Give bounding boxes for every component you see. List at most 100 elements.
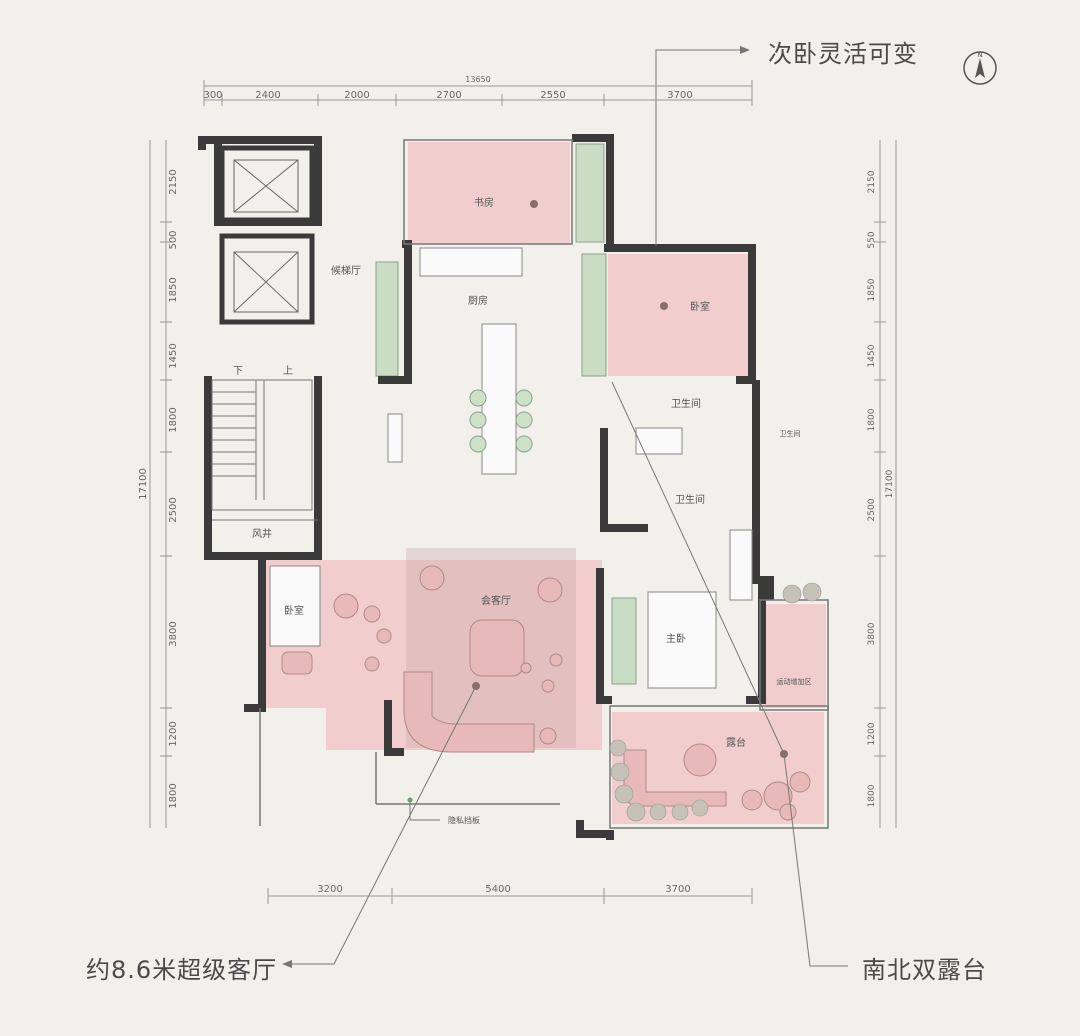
- north-label: N: [977, 51, 982, 59]
- terrace-plants: [609, 582, 822, 822]
- walls: [198, 134, 774, 840]
- callout-terraces: 南北双露台: [862, 956, 987, 984]
- label-stair-up: 上: [283, 365, 293, 377]
- leader-bed-to-terrace: [611, 381, 785, 755]
- green-chairs: [469, 389, 533, 453]
- bedroom-ne-wall: [604, 244, 756, 384]
- label-bathroom-3: 卫生间: [780, 429, 801, 438]
- dim-right-4: 1800: [867, 408, 877, 431]
- stairs: [211, 379, 318, 521]
- dim-left-4: 1800: [168, 407, 179, 432]
- callout-living-hall: 约8.6米超级客厅: [86, 956, 278, 984]
- label-bedroom-sw: 卧室: [284, 604, 304, 617]
- bedroom-wardrobe: [581, 253, 607, 377]
- elevator-1: [219, 145, 315, 223]
- dim-right-5: 2500: [867, 498, 877, 521]
- label-bathroom-1: 卫生间: [671, 397, 701, 410]
- leader-top: [655, 49, 740, 246]
- study-shelf: [575, 143, 605, 243]
- dim-left-0: 2150: [168, 169, 179, 194]
- terrace-post: [576, 820, 614, 840]
- bedroom-marker: [660, 302, 668, 310]
- dim-left-6: 3800: [168, 621, 179, 646]
- label-master: 主卧: [666, 632, 686, 645]
- dim-bottom-0: 3200: [317, 884, 342, 895]
- dim-right-1: 550: [867, 231, 877, 248]
- leader-bottom-left: [290, 685, 477, 965]
- dim-right-2: 1850: [867, 278, 877, 301]
- master-wardrobe: [611, 597, 637, 685]
- dim-left-3: 1450: [168, 343, 179, 368]
- dimension-texts: 13650 300 2400 2000 2700 2550 3700 3200 …: [203, 75, 692, 895]
- label-bathroom-2: 卫生间: [675, 493, 705, 506]
- master-wall: [596, 568, 612, 704]
- terrace-outline: [609, 705, 829, 829]
- dim-right-0: 2150: [867, 170, 877, 193]
- arrow-top: [740, 46, 750, 54]
- dim-left-1: 500: [168, 230, 179, 249]
- dim-right-7: 1200: [867, 722, 877, 745]
- leader-privacy: [409, 800, 440, 821]
- dim-left-2: 1850: [168, 277, 179, 302]
- coffee-table: [469, 619, 525, 677]
- island: [481, 323, 517, 475]
- sw-bed: [269, 565, 321, 647]
- dim-total-width: 13650: [465, 75, 490, 84]
- master-bed: [647, 591, 717, 689]
- master-east: [746, 584, 766, 704]
- dim-top-3: 2700: [436, 90, 461, 101]
- thin-walls: [259, 139, 829, 829]
- privacy-marker: [407, 797, 413, 803]
- elevator-wall: [198, 136, 322, 226]
- label-elevator-hall: 候梯厅: [331, 264, 361, 277]
- study-marker: [530, 200, 538, 208]
- living-furniture: [281, 565, 563, 753]
- north-compass-icon: N: [960, 48, 1000, 88]
- leader-bottom-right: [783, 753, 848, 967]
- label-activity-zone: 运动增加区: [777, 677, 812, 686]
- bedroom-ne-zone: [608, 254, 748, 376]
- living-south: [384, 700, 404, 756]
- label-bedroom-ne: 卧室: [690, 300, 710, 313]
- dim-top-2: 2000: [344, 90, 369, 101]
- callout-secondary-bedroom: 次卧灵活可变: [768, 40, 918, 68]
- side-table: [387, 413, 403, 463]
- dimension-lines: [149, 80, 897, 904]
- dim-right-6: 3800: [867, 622, 877, 645]
- room-labels: 书房 厨房 候梯厅 卧室 卫生间 卫生间 卫生间 下 上 风井 卧室 会客厅 主…: [233, 196, 812, 825]
- bath-cabinet: [635, 427, 683, 455]
- dim-top-5: 3700: [667, 90, 692, 101]
- label-study: 书房: [474, 196, 494, 209]
- dim-right-8: 1800: [867, 784, 877, 807]
- dim-top-4: 2550: [540, 90, 565, 101]
- terrace-furniture: [623, 743, 811, 821]
- study-outline: [403, 139, 573, 245]
- elevator-2: [219, 233, 315, 325]
- l-sofa: [403, 671, 535, 753]
- elevator-marks: [233, 159, 299, 313]
- leader-lines: [290, 49, 848, 967]
- dimension-texts-left: 2150 500 1850 1450 1800 2500 3800 1200 1…: [138, 169, 179, 808]
- label-living: 会客厅: [481, 594, 511, 607]
- kitchen-counter: [419, 247, 523, 277]
- dim-bottom-1: 5400: [485, 884, 510, 895]
- label-kitchen: 厨房: [468, 294, 488, 307]
- bath-wall: [600, 428, 648, 532]
- study-zone: [408, 142, 570, 244]
- dim-left-5: 2500: [168, 497, 179, 522]
- dim-right-total: 17100: [885, 469, 895, 498]
- dim-left-total: 17100: [138, 468, 149, 500]
- east-corridor: [729, 529, 753, 601]
- green-cabinets: [375, 143, 637, 685]
- east-wall: [752, 380, 774, 600]
- label-stair-down: 下: [233, 366, 243, 377]
- sw-wall: [244, 556, 266, 712]
- label-privacy-board: 隐私挡板: [448, 815, 480, 825]
- dim-top-1: 2400: [255, 90, 280, 101]
- label-terrace: 露台: [726, 736, 746, 749]
- dim-bottom-2: 3700: [665, 884, 690, 895]
- kitchen-furniture: [269, 247, 753, 689]
- activity-zone: [764, 604, 826, 708]
